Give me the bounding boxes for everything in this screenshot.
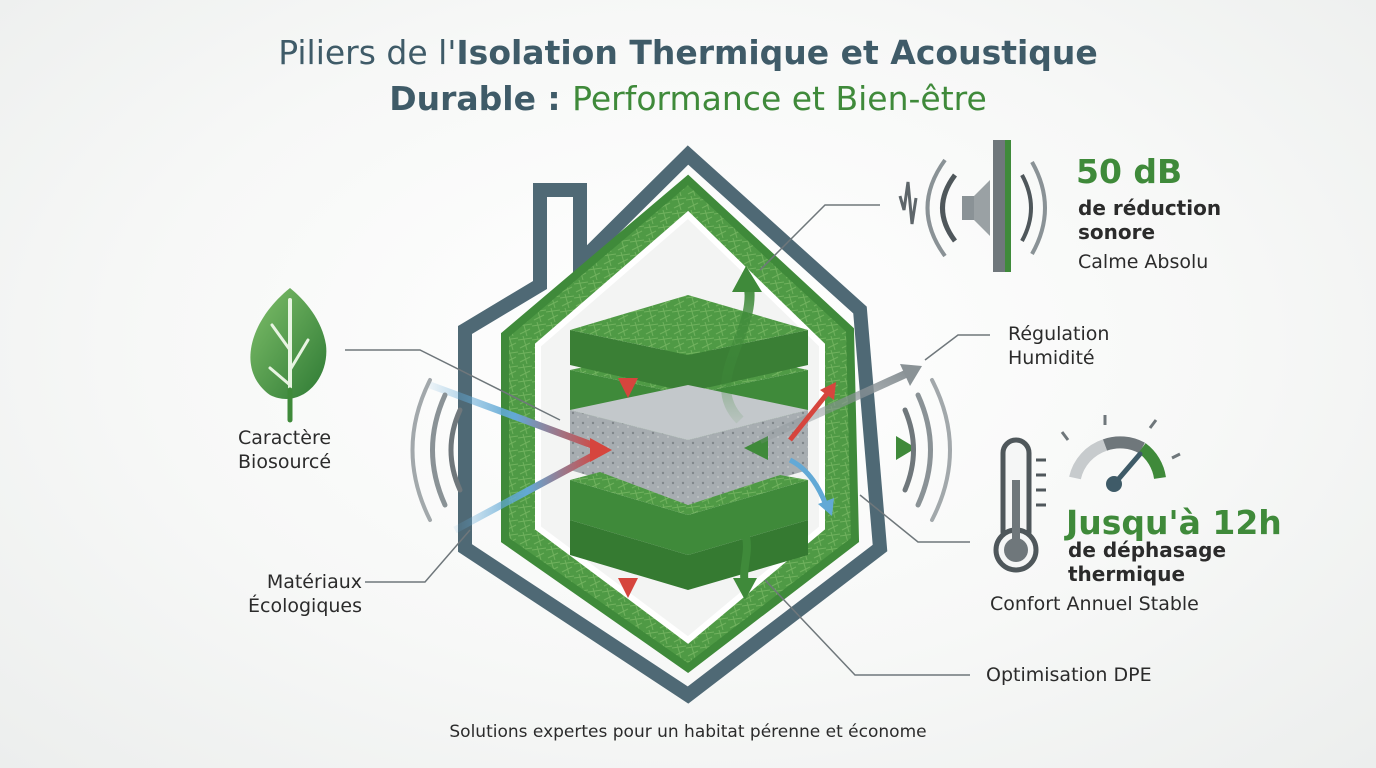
acoustic-value: 50 dB [1076,152,1183,191]
footer-caption: Solutions expertes pour un habitat péren… [449,722,927,742]
acoustic-description: de réduction sonore [1078,196,1222,244]
connector-lines [345,204,990,676]
thermal-tagline: Confort Annuel Stable [990,593,1199,615]
label-ecological-materials: Matériaux Écologiques [248,571,363,617]
concrete-core [570,385,808,505]
house-outline [458,145,888,704]
acoustic-tagline: Calme Absolu [1078,251,1209,273]
page-title: Piliers de l'Isolation Thermique et Acou… [0,30,1376,122]
label-dpe: Optimisation DPE [986,664,1152,686]
title-line-1: Piliers de l'Isolation Thermique et Acou… [278,33,1098,72]
speaker-icon [898,140,1047,272]
flow-arrows [420,266,922,600]
title-line-2: Durable : Performance et Bien-être [389,79,987,118]
thermal-value: Jusqu'à 12h [1066,503,1282,542]
thermometer-icon [993,437,1046,573]
gauge-icon [1060,415,1181,492]
thermal-description: de déphasage thermique [1068,538,1227,586]
label-biosource: Caractère Biosourcé [238,427,332,473]
sound-waves-right-icon [902,378,952,522]
sound-waves-left-icon [410,378,463,522]
leaf-icon [250,288,327,423]
label-humidity-regulation: Régulation Humidité [1008,323,1110,369]
